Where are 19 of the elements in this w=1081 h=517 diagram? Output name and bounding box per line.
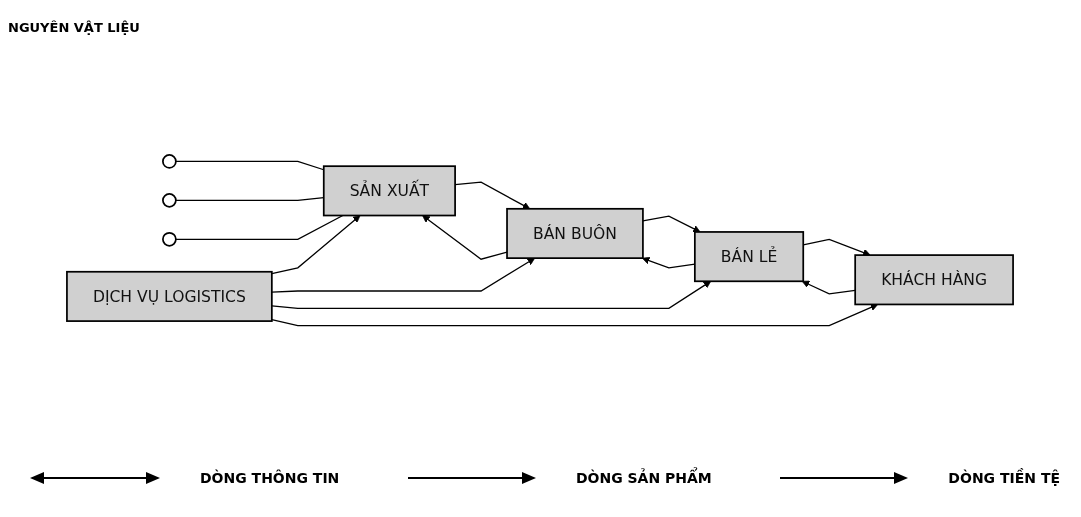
node-box: SẢN XUẤT: [322, 165, 456, 217]
arrow: [271, 257, 536, 293]
arrow: [422, 214, 508, 260]
arrow: [801, 280, 856, 295]
node-box: BÁN BUÔN: [506, 207, 644, 259]
arrow: [642, 215, 701, 232]
legend-text: DÒNG TIỀN TỆ: [948, 470, 1060, 486]
node-box: BÁN LẺ: [694, 230, 805, 282]
arrow: [271, 303, 879, 326]
arrow: [271, 214, 361, 274]
heading-label: NGUYÊN VẬT LIỆU: [8, 20, 140, 35]
connector: [175, 214, 344, 240]
node-circle: [162, 231, 177, 247]
node-circle: [162, 153, 177, 169]
node-circle: [162, 192, 177, 208]
arrow: [271, 280, 712, 309]
node-box: KHÁCH HÀNG: [854, 253, 1014, 305]
legend-text: DÒNG THÔNG TIN: [200, 470, 340, 486]
node-box: DỊCH VỤ LOGISTICS: [66, 270, 273, 322]
